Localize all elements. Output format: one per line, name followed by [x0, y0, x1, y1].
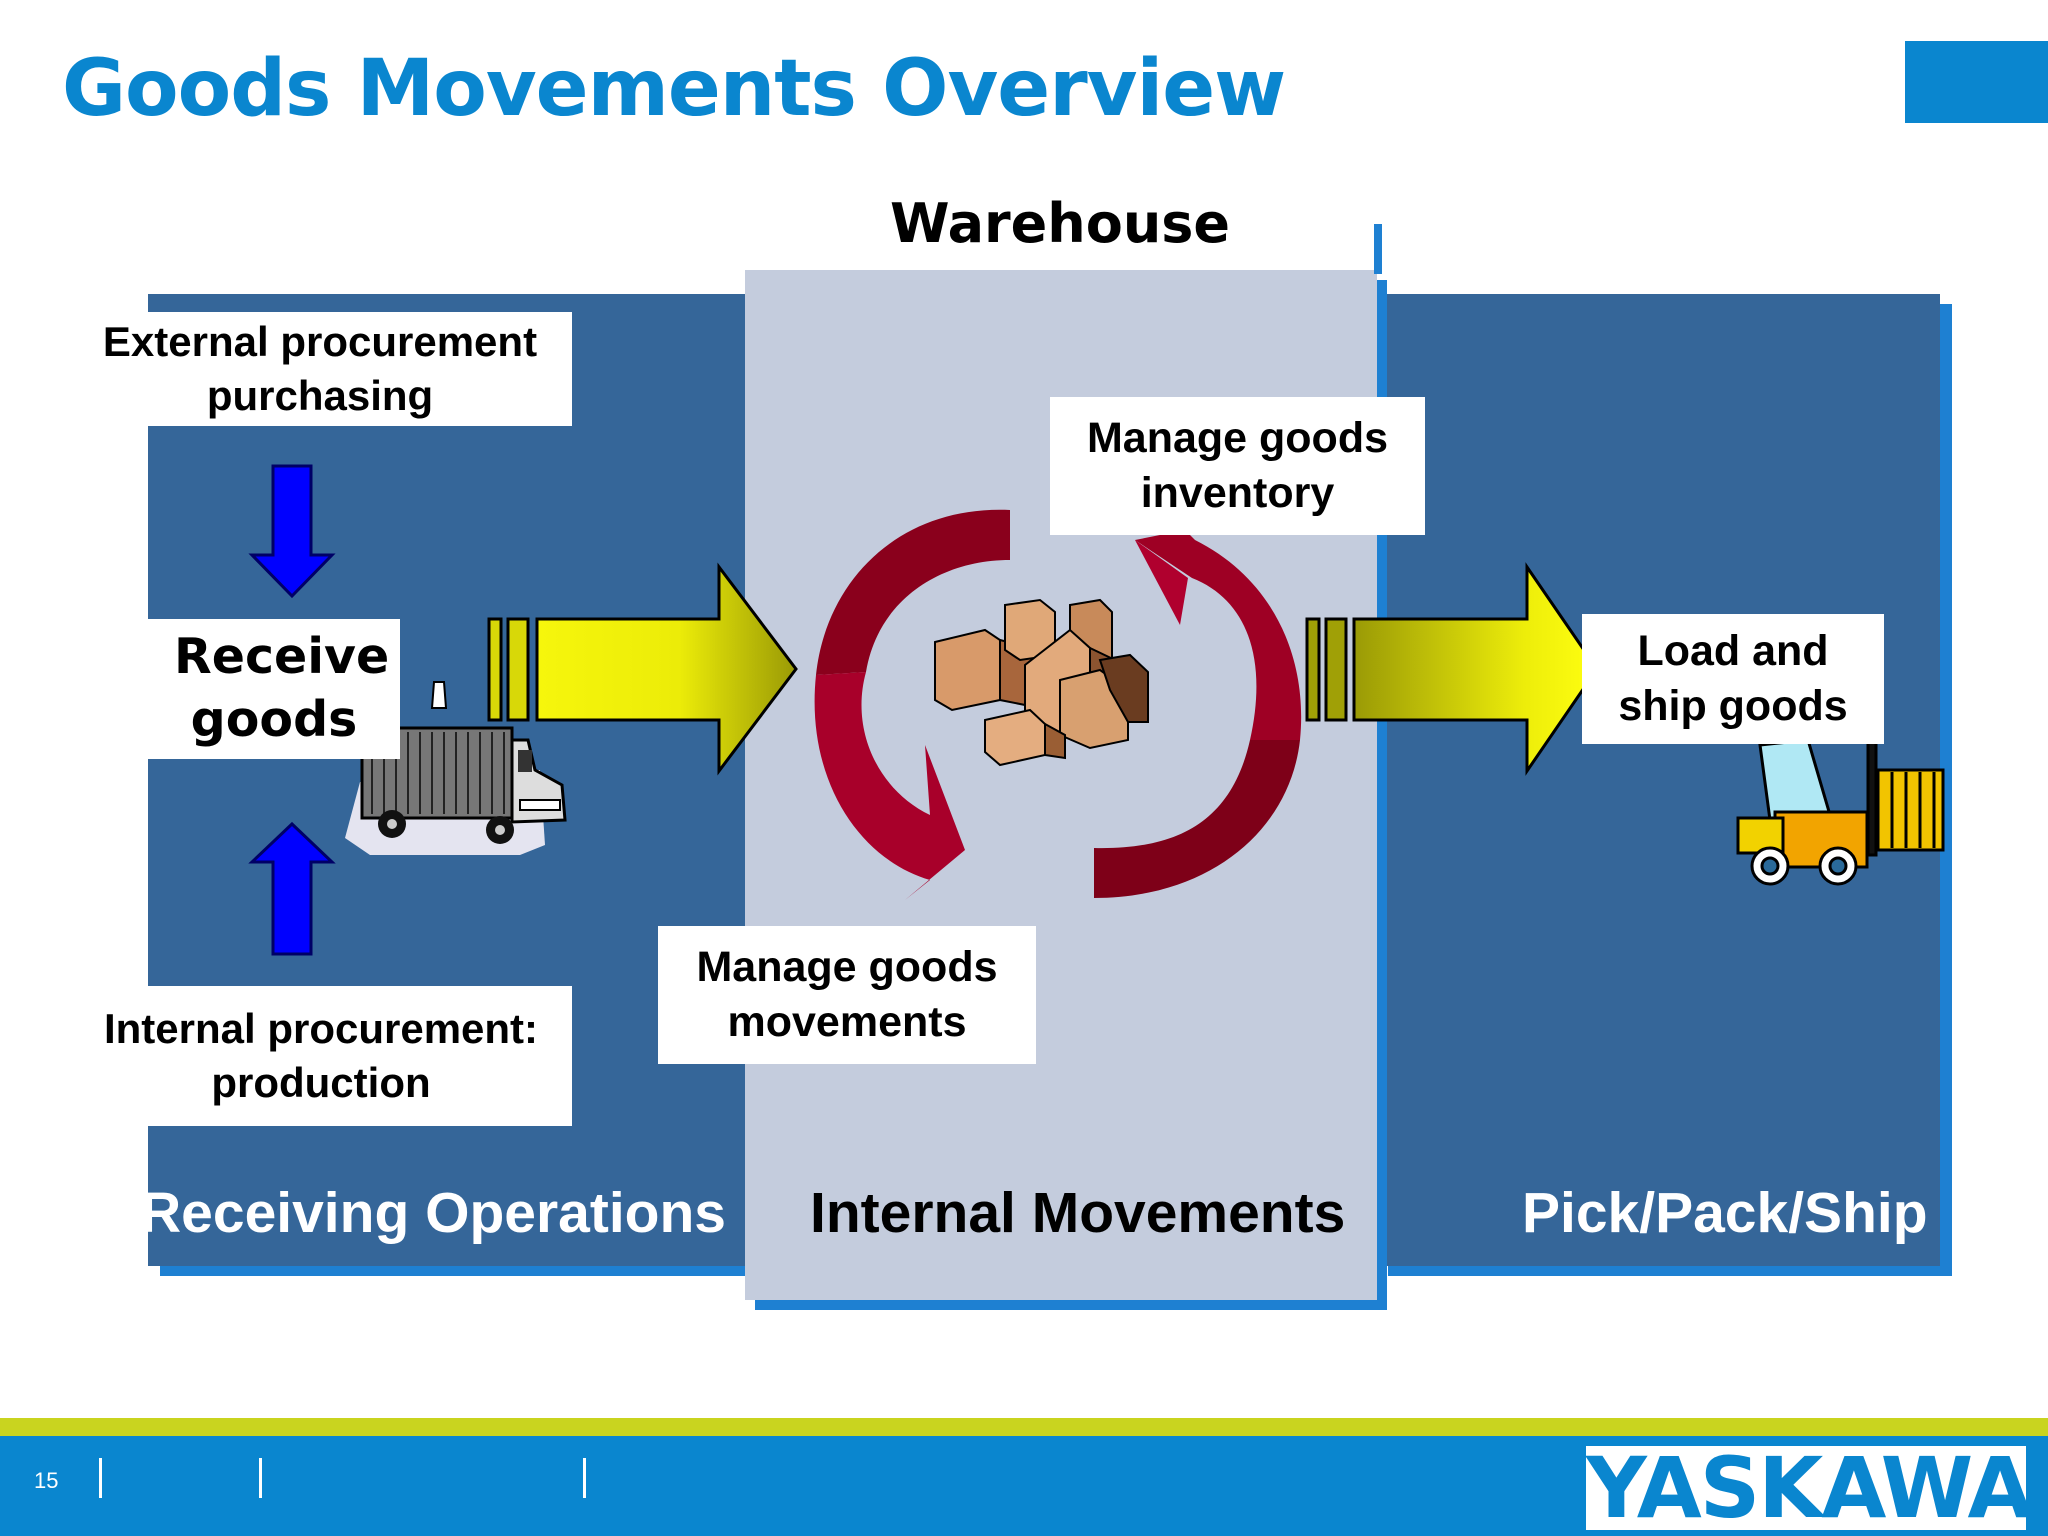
- internal-procurement-label: Internal procurement: production: [103, 1005, 539, 1106]
- footer-separator: [259, 1458, 262, 1498]
- page-number: 15: [34, 1468, 59, 1493]
- pick-pack-ship-label: Pick/Pack/Ship: [1522, 1181, 1928, 1245]
- load-ship-label: Load and ship goods: [1618, 626, 1848, 730]
- footer-separator: [99, 1458, 102, 1498]
- external-procurement-label: External procurement purchasing: [102, 318, 538, 419]
- receive-goods-label: Receive goods: [174, 628, 390, 748]
- cycle-arrows-icon: [814, 509, 1302, 900]
- footer-accent-line: [0, 1418, 2048, 1436]
- internal-procurement-box: Internal procurement: production: [70, 986, 572, 1126]
- manage-inventory-box: Manage goods inventory: [1050, 397, 1425, 535]
- footer-separator: [583, 1458, 586, 1498]
- warehouse-panel-edge: [1374, 224, 1382, 274]
- manage-inventory-label: Manage goods inventory: [1086, 413, 1389, 517]
- yaskawa-logo: YASKAWA: [1586, 1446, 2026, 1530]
- corner-accent-block: [1905, 41, 2048, 123]
- pick-pack-ship-panel: [1376, 294, 1940, 1266]
- external-procurement-box: External procurement purchasing: [68, 312, 572, 426]
- manage-movements-label: Manage goods movements: [696, 942, 998, 1046]
- internal-movements-label: Internal Movements: [810, 1181, 1346, 1245]
- blue-up-arrow: [248, 821, 336, 956]
- receive-goods-box: Receive goods: [148, 619, 400, 759]
- warehouse-label: Warehouse: [889, 192, 1231, 255]
- yellow-arrow-receiving: [487, 562, 798, 776]
- yellow-arrow-shipping: [1305, 562, 1599, 776]
- cardboard-boxes-icon: [934, 598, 1149, 767]
- forklift-icon: [1736, 693, 1945, 886]
- receiving-operations-label: Receiving Operations: [140, 1181, 727, 1245]
- slide-title: Goods Movements Overview: [62, 44, 1286, 134]
- blue-down-arrow: [248, 464, 336, 599]
- load-ship-box: Load and ship goods: [1582, 614, 1884, 744]
- manage-movements-box: Manage goods movements: [658, 926, 1036, 1064]
